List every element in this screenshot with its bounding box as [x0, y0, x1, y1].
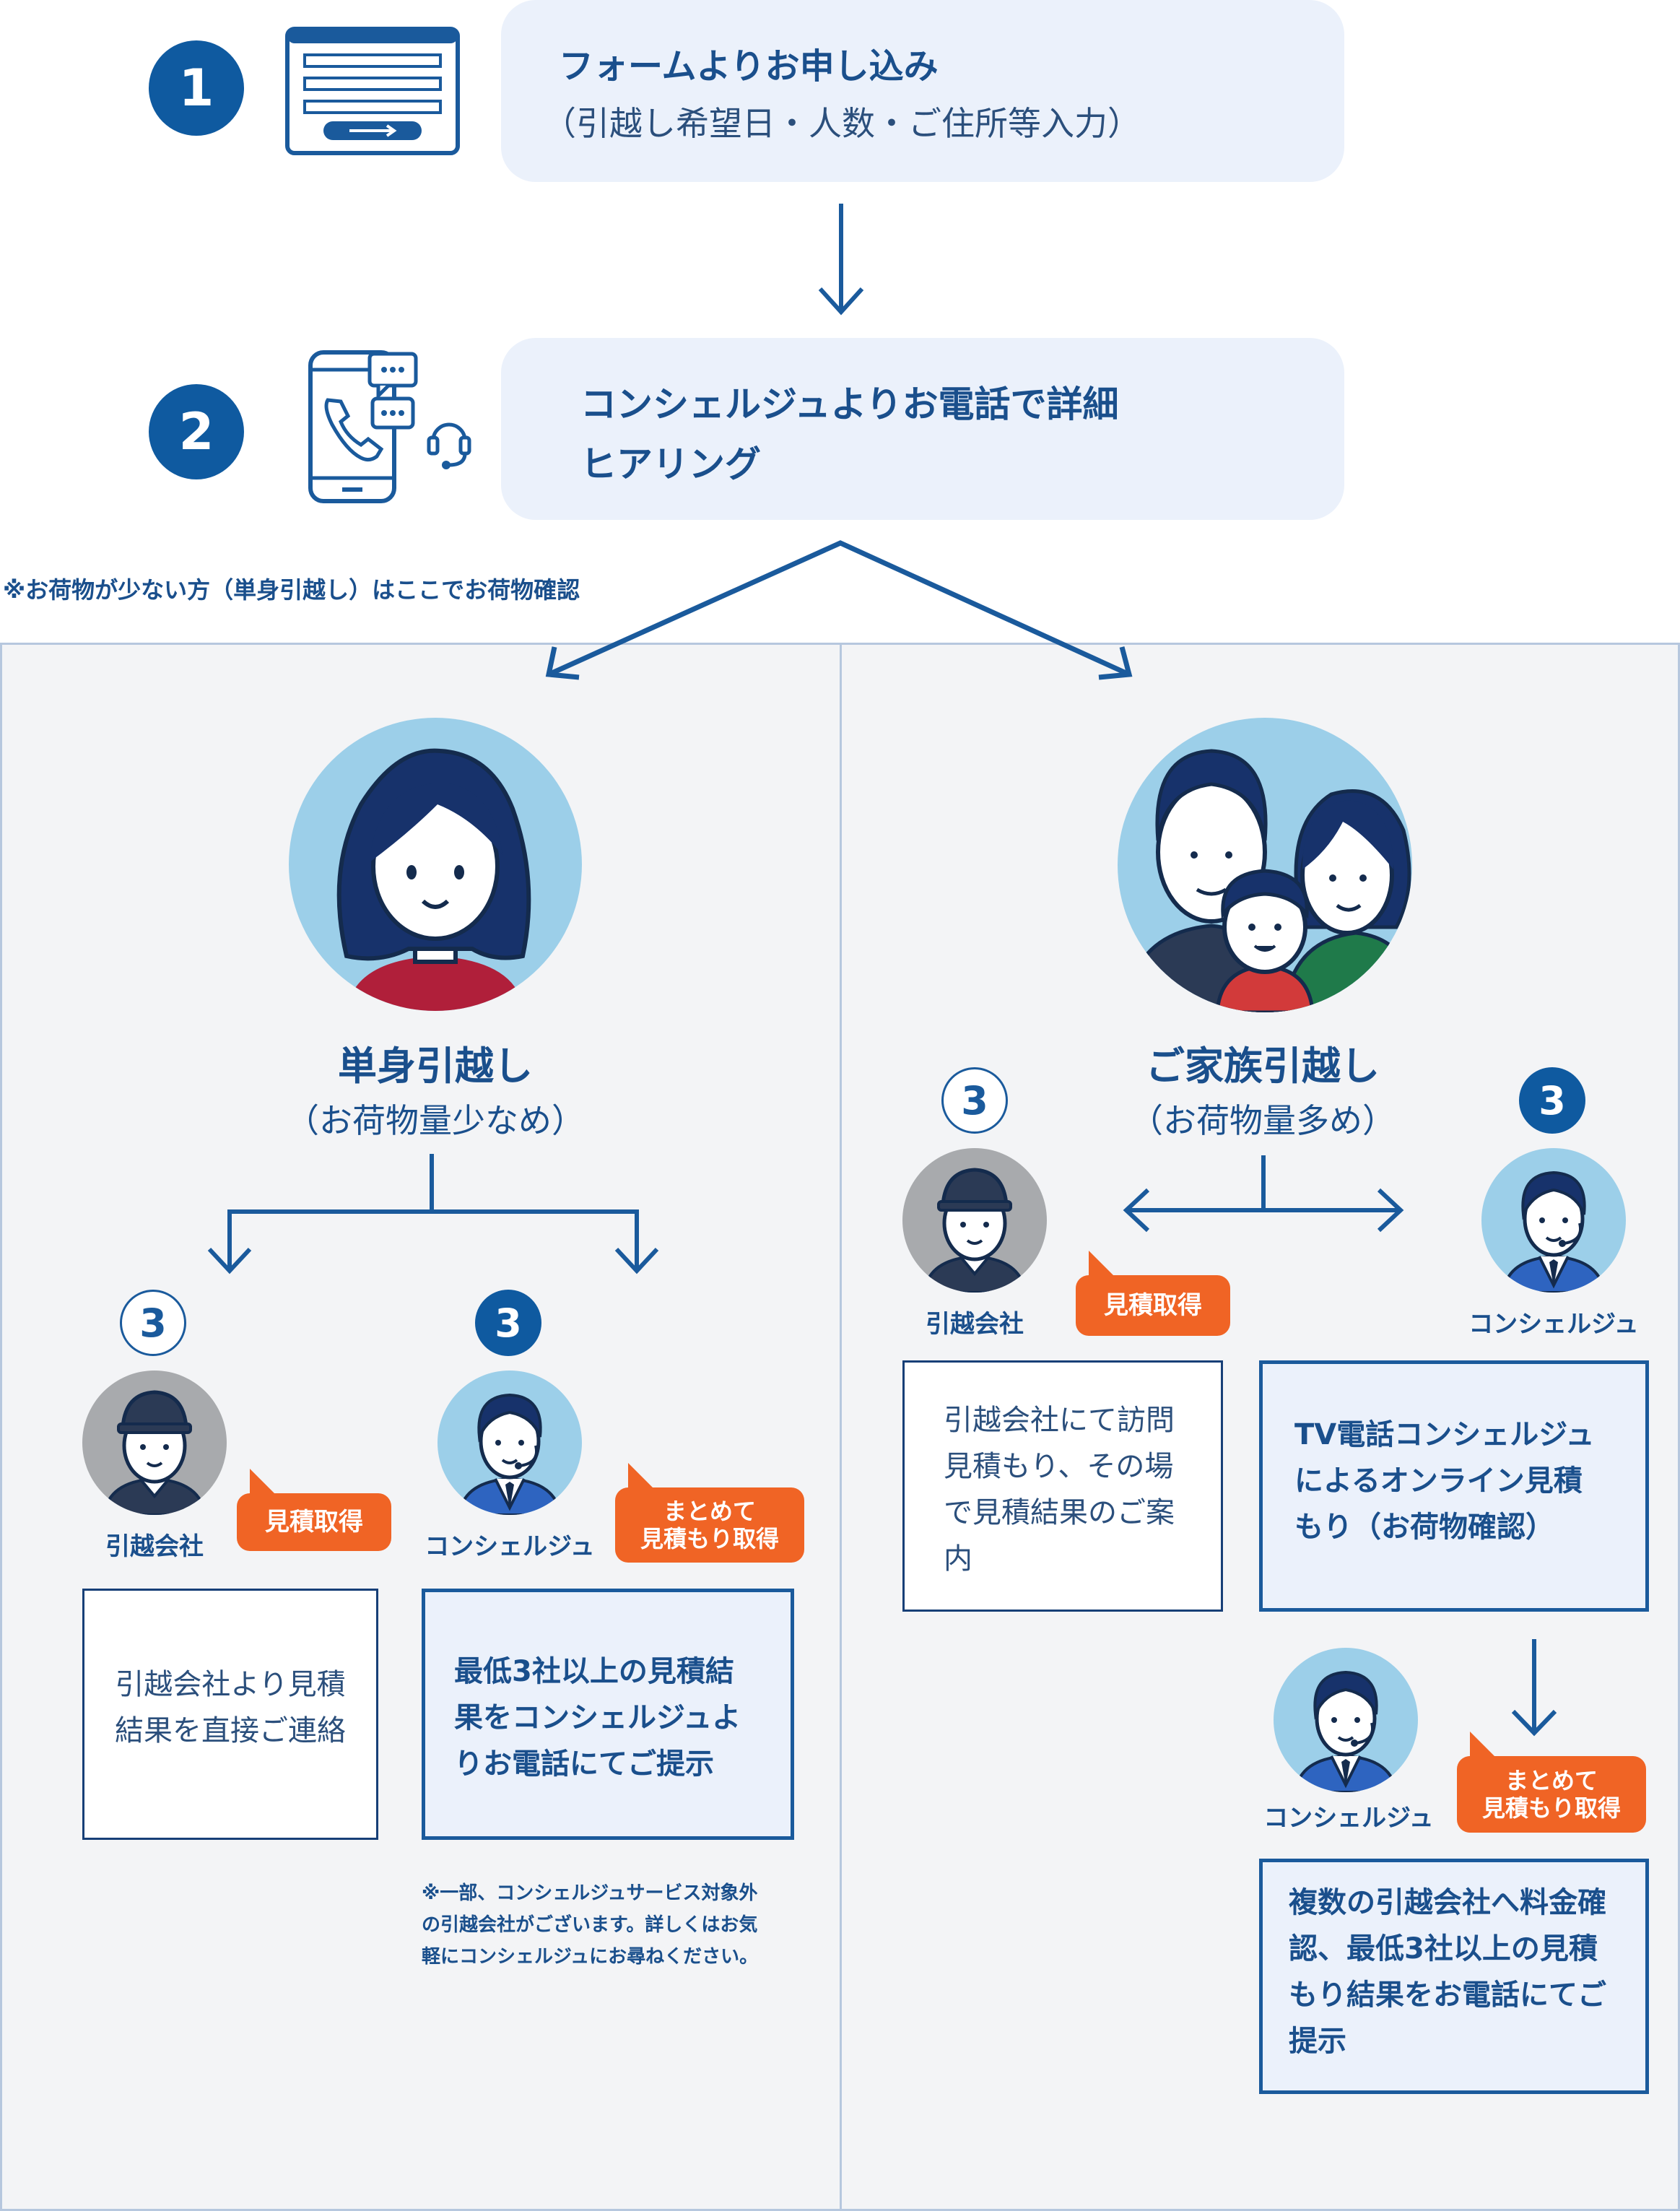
step-1-subtitle: （引越し希望日・人数・ご住所等入力） — [543, 104, 1141, 143]
family-title: ご家族引越し — [1146, 1043, 1380, 1089]
single-concierge-card: 最低3社以上の見積結 果をコンシェルジュよ りお電話にてご提示 — [422, 1589, 794, 1840]
family-avatar — [1118, 718, 1412, 1012]
card-line: 結果を直接ご連絡 — [115, 1714, 346, 1747]
step-1-box: フォームよりお申し込み （引越し希望日・人数・ご住所等入力） — [501, 0, 1344, 182]
single-concierge-badge: まとめて 見積もり取得 — [615, 1463, 804, 1563]
card-line: 最低3社以上の見積結 — [454, 1655, 734, 1688]
card-line: 引越会社より見積 — [115, 1668, 346, 1701]
card-line: 果をコンシェルジュよ — [454, 1701, 741, 1734]
single-title: 単身引越し — [338, 1043, 533, 1089]
single-footnote: ※一部、コンシェルジュサービス対象外 の引越会社がございます。詳しくはお気 軽に… — [422, 1877, 758, 1973]
badge-line: まとめて — [663, 1497, 756, 1525]
concierge-avatar — [438, 1371, 582, 1515]
card-line: もり（お荷物確認） — [1294, 1511, 1554, 1544]
family-mover-number: 3 — [941, 1067, 1008, 1134]
card-line: 複数の引越会社へ料金確 — [1289, 1886, 1606, 1919]
family-subtitle: （お荷物量多め） — [1130, 1101, 1396, 1140]
single-mover-label: 引越会社 — [105, 1532, 204, 1561]
note-top: ※お荷物が少ない方（単身引越し）はここでお荷物確認 — [3, 576, 580, 604]
single-concierge-label: コンシェルジュ — [425, 1532, 595, 1561]
footnote-line: ※一部、コンシェルジュサービス対象外 — [422, 1882, 758, 1904]
arrow-down-icon — [1511, 1639, 1557, 1737]
badge-line: 見積もり取得 — [1481, 1794, 1621, 1822]
phone-chat-icon — [308, 350, 471, 503]
single-mover-badge: 見積取得 — [237, 1469, 391, 1551]
badge-line: 見積もり取得 — [640, 1525, 779, 1552]
family-mover-label: 引越会社 — [926, 1310, 1024, 1339]
family-concierge2-card: 複数の引越会社へ料金確 認、最低3社以上の見積 もり結果をお電話にてご 提示 — [1259, 1859, 1649, 2094]
split-arrow — [545, 540, 1133, 680]
family-concierge-number: 3 — [1519, 1067, 1585, 1134]
single-mover-card: 引越会社より見積 結果を直接ご連絡 — [82, 1589, 378, 1840]
card-line: 認、最低3社以上の見積 — [1289, 1932, 1598, 1965]
form-icon — [285, 27, 460, 155]
card-line: 引越会社にて訪問 — [944, 1404, 1175, 1437]
family-mover-card: 引越会社にて訪問 見積もり、その場 で見積結果のご案 内 — [902, 1360, 1223, 1612]
card-line: 内 — [944, 1542, 972, 1576]
worker-avatar — [82, 1371, 227, 1515]
concierge-avatar — [1274, 1648, 1418, 1792]
card-line: で見積結果のご案 — [944, 1496, 1175, 1529]
badge-text: 見積取得 — [1104, 1290, 1202, 1320]
footnote-line: 軽にコンシェルジュにお尋ねください。 — [422, 1946, 759, 1968]
card-line: によるオンライン見積 — [1294, 1464, 1583, 1498]
step-2-box: コンシェルジュよりお電話で詳細 ヒアリング — [501, 338, 1344, 520]
single-subtitle: （お荷物量少なめ） — [286, 1101, 585, 1140]
woman-avatar — [289, 718, 582, 1011]
card-line: もり結果をお電話にてご — [1289, 1978, 1606, 2012]
family-concierge-label: コンシェルジュ — [1468, 1310, 1639, 1339]
step-2-number: 2 — [149, 384, 244, 479]
worker-avatar — [902, 1148, 1047, 1293]
family-concierge2-label: コンシェルジュ — [1263, 1804, 1434, 1833]
family-mover-badge: 見積取得 — [1076, 1251, 1230, 1336]
family-concierge-card: TV電話コンシェルジュ によるオンライン見積 もり（お荷物確認） — [1259, 1360, 1649, 1612]
family-concierge2-badge: まとめて 見積もり取得 — [1457, 1732, 1646, 1833]
single-mover-number: 3 — [120, 1290, 186, 1356]
card-line: 提示 — [1289, 2025, 1346, 2058]
step-1-number: 1 — [149, 40, 244, 136]
card-line: 見積もり、その場 — [944, 1450, 1174, 1483]
family-branch-arrow — [1123, 1155, 1404, 1233]
step-1-title: フォームよりお申し込み — [559, 46, 939, 87]
step-2-line1: コンシェルジュよりお電話で詳細 — [580, 383, 1119, 425]
footnote-line: の引越会社がございます。詳しくはお気 — [422, 1914, 758, 1936]
badge-text: 見積取得 — [265, 1507, 363, 1537]
card-line: りお電話にてご提示 — [454, 1747, 714, 1781]
concierge-avatar — [1481, 1148, 1626, 1293]
step-2-line2: ヒアリング — [580, 443, 761, 485]
badge-line: まとめて — [1505, 1766, 1598, 1794]
single-concierge-number: 3 — [475, 1290, 541, 1356]
card-line: TV電話コンシェルジュ — [1294, 1418, 1595, 1451]
single-branch-arrow — [207, 1154, 659, 1274]
arrow-down-icon — [818, 204, 864, 316]
